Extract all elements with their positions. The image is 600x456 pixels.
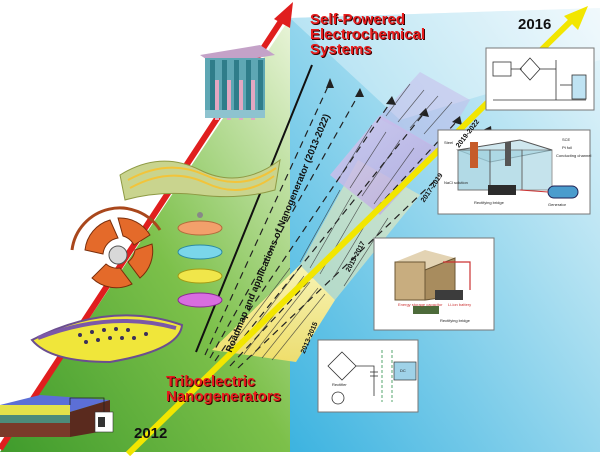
- card2-label-steel: Steel: [444, 140, 454, 145]
- app-card-circuit: [485, 47, 595, 111]
- nanogenerator-electrode-array: [200, 45, 275, 120]
- card2-label-nacl: NaCl solution: [444, 180, 468, 185]
- card3-label-battery: Li-ion battery: [448, 302, 472, 307]
- triboelectric-title-line1: Triboelectric: [166, 373, 256, 390]
- self-powered-title: Self-Powered Electrochemical Systems: [310, 12, 425, 57]
- disc-stack: [177, 212, 223, 308]
- red-arrowhead: [274, 2, 293, 28]
- year-start-label: 2012: [134, 425, 168, 442]
- lens-shaped-generator: [30, 314, 184, 364]
- card2-label-generator: Generator: [548, 202, 567, 207]
- card4-label-rectifier: Rectifier: [332, 382, 347, 387]
- band-2017-2019: [330, 115, 440, 215]
- layered-contact-generator: [0, 395, 114, 437]
- card4-label-dc: DC: [400, 368, 406, 373]
- wavy-film-generator: [119, 158, 281, 201]
- app-card-electrochemical: [437, 129, 591, 215]
- card2-label-channel: Conducting channel: [556, 153, 592, 158]
- triboelectric-title-line2: Nanogenerators: [166, 388, 282, 405]
- year-end-label: 2016: [518, 16, 552, 33]
- yellow-arrowhead: [564, 6, 588, 30]
- self-powered-title-line3: Systems: [310, 41, 372, 58]
- roadmap-text-lines: [227, 83, 453, 361]
- app-card-battery: [373, 237, 495, 331]
- card3-label-capacitor: Energy storage capacitor: [398, 302, 443, 307]
- app-card-rectifier: [317, 339, 419, 413]
- roadmap-dashed-lines: [204, 81, 489, 369]
- card3-label-rectifying: Rectifying bridge: [440, 318, 470, 323]
- self-powered-title-line2: Electrochemical: [310, 26, 426, 43]
- triboelectric-title: Triboelectric Nanogenerators: [166, 374, 281, 404]
- roadmap-arrowheads: [326, 78, 492, 135]
- self-powered-title-line1: Self-Powered: [310, 11, 406, 28]
- rotary-segment-generator: [70, 206, 162, 289]
- card2-label-pt-foil: Pt foil: [562, 145, 573, 150]
- card2-label-rectifying: Rectifying bridge: [474, 200, 504, 205]
- card2-label-sce: SCE: [562, 137, 571, 142]
